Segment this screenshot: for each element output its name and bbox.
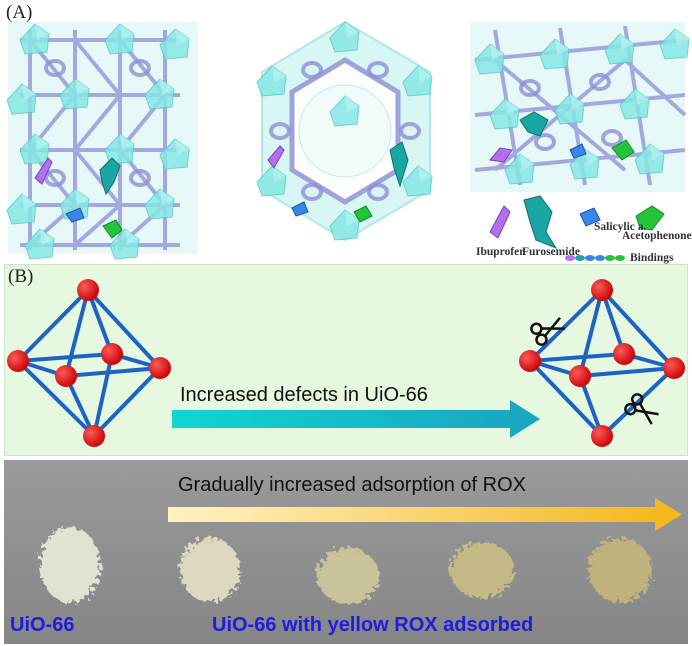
powder-sample-1 bbox=[40, 527, 100, 603]
octahedron-defective bbox=[528, 288, 676, 438]
ibuprofen-icon bbox=[489, 205, 511, 239]
furosemide-icon bbox=[523, 195, 558, 250]
node-right-defect bbox=[663, 357, 685, 379]
node-left bbox=[7, 350, 29, 372]
legend-acetophenone: Acetophenone bbox=[622, 230, 692, 242]
node-right bbox=[149, 357, 171, 379]
panel-a-label: (A) bbox=[6, 2, 33, 23]
node-back bbox=[101, 343, 123, 365]
legend-furosemide: Furosemide bbox=[522, 246, 580, 258]
adsorption-arrow bbox=[168, 498, 682, 531]
caption-uio66-rox: UiO-66 with yellow ROX adsorbed bbox=[212, 614, 534, 636]
powder-sample-4 bbox=[450, 542, 514, 598]
node-front-defect bbox=[569, 365, 591, 387]
mof-structure-3 bbox=[470, 22, 690, 192]
mof-structure-2 bbox=[256, 20, 433, 242]
panel-b-label: (B) bbox=[8, 266, 34, 287]
salicylic-icon bbox=[579, 207, 601, 227]
node-left-defect bbox=[519, 350, 541, 372]
defect-arrow bbox=[172, 400, 540, 438]
legend-icons bbox=[489, 195, 665, 261]
defect-diagram bbox=[7, 279, 685, 447]
powder-sample-5 bbox=[588, 538, 652, 602]
scissors-icon bbox=[530, 317, 566, 346]
legend-ibuprofen: Ibuprofen bbox=[476, 246, 526, 258]
bindings-icon bbox=[565, 255, 625, 261]
node-top bbox=[77, 279, 99, 301]
defect-arrow-label: Increased defects in UiO-66 bbox=[180, 384, 428, 406]
node-front bbox=[55, 365, 77, 387]
node-bottom-defect bbox=[591, 425, 613, 447]
legend-salicylic: Salicylic a. bbox=[594, 221, 647, 233]
node-bottom bbox=[83, 425, 105, 447]
node-back-defect bbox=[613, 343, 635, 365]
mof-structure-1 bbox=[6, 22, 198, 260]
node-top-defect bbox=[591, 279, 613, 301]
powder-sample-2 bbox=[180, 538, 240, 602]
adsorption-arrow-label: Gradually increased adsorption of ROX bbox=[178, 474, 526, 496]
scissors-icon bbox=[624, 393, 659, 425]
powder-sample-3 bbox=[317, 548, 379, 604]
powder-samples bbox=[40, 498, 682, 604]
acetophenone-icon bbox=[635, 205, 665, 231]
legend-bindings: Bindings bbox=[630, 252, 674, 264]
mof-structures bbox=[6, 20, 690, 261]
caption-uio66: UiO-66 bbox=[10, 614, 75, 636]
octahedron-intact bbox=[16, 288, 162, 438]
